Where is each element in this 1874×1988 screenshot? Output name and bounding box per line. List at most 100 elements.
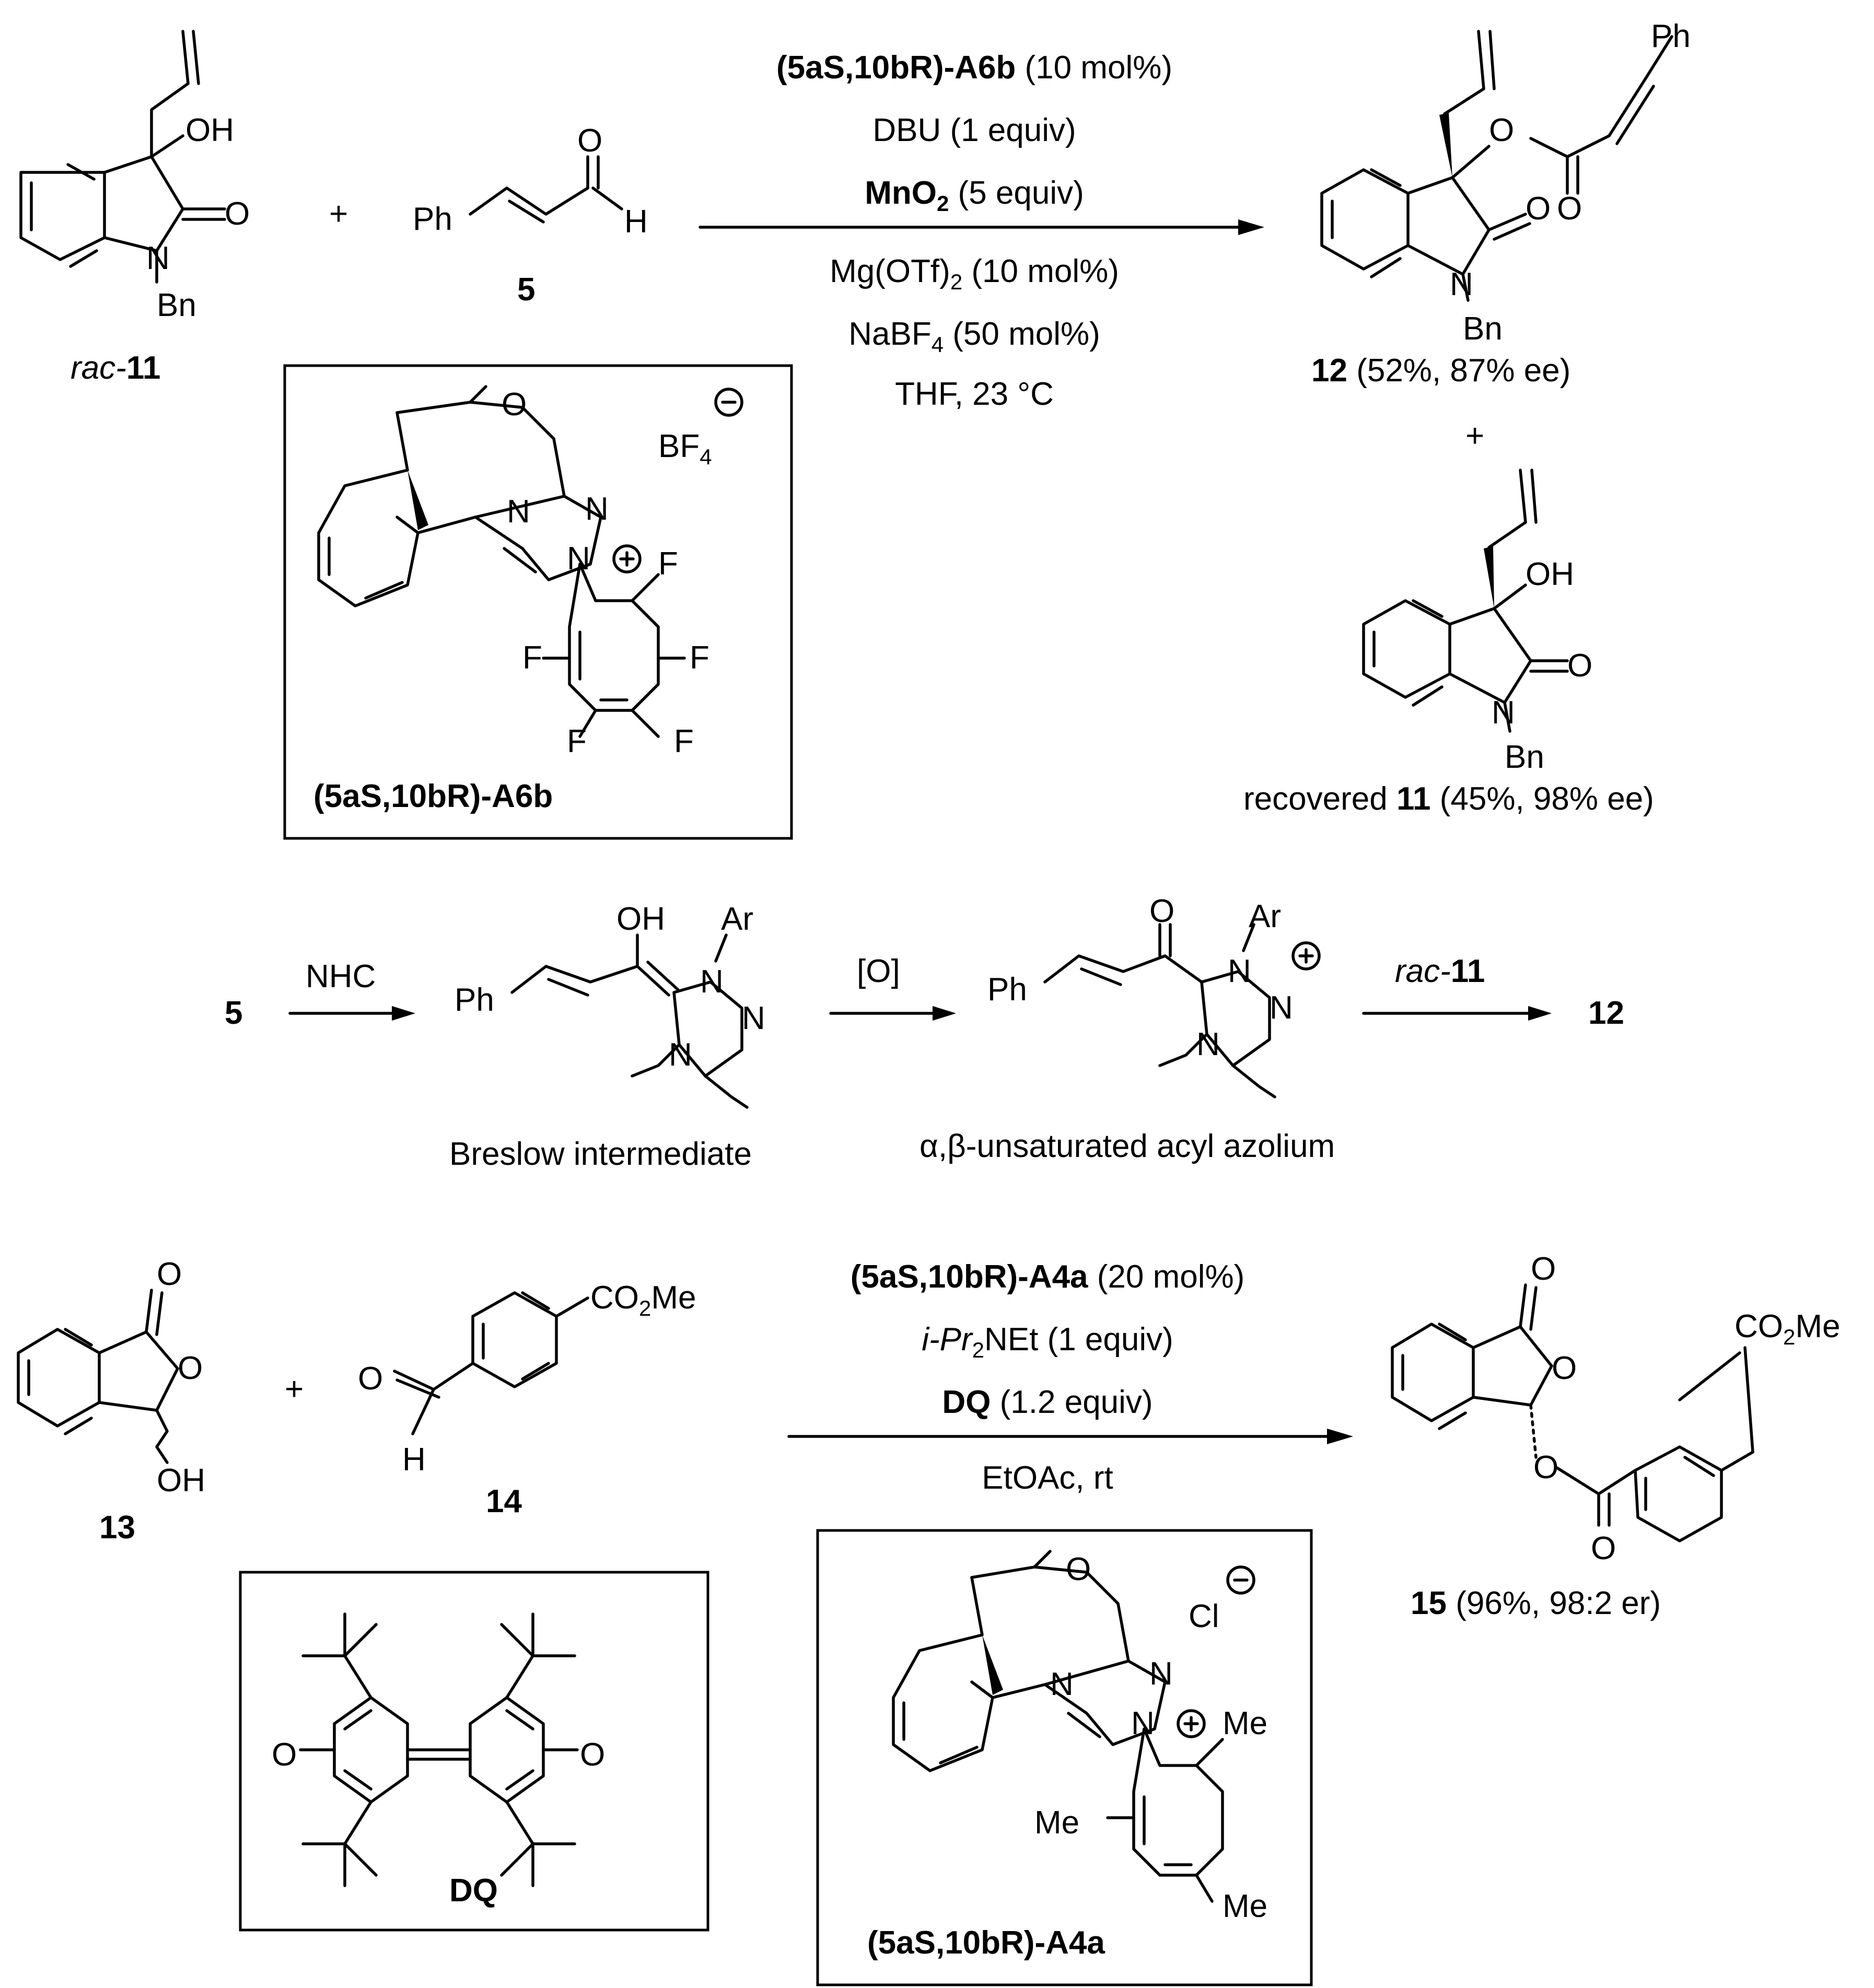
atom-O: O [1552, 1350, 1577, 1386]
positive-charge-icon [1291, 941, 1321, 970]
atom-O: O [1526, 191, 1551, 227]
positive-charge-icon [612, 544, 642, 574]
aldehyde-14-label: 14 [486, 1483, 522, 1519]
atom-N: N [1270, 990, 1293, 1026]
atom-H: H [402, 1442, 426, 1478]
atom-O: O [1567, 648, 1592, 684]
substrate-rac-11: OH O N Bn rac-11 [19, 30, 250, 386]
atom-Ph: Ph [455, 982, 494, 1018]
arrow-head [1238, 219, 1264, 235]
conditions: (5aS,10bR)-A6b (10 mol%) DBU (1 equiv) M… [776, 50, 1172, 412]
intermediate1-label: Breslow intermediate [449, 1136, 752, 1172]
breslow-intermediate: Ph OH Ar N N N Breslow intermediate [449, 901, 765, 1172]
atom-Ar: Ar [1249, 898, 1281, 934]
mechanism-start: 5 [225, 995, 242, 1031]
plus-sign: + [329, 196, 348, 232]
atom-N: N [146, 240, 170, 276]
mechanism-end: 12 [1588, 995, 1624, 1031]
oxidant-line: DQ (1.2 equiv) [942, 1384, 1153, 1420]
step-acylation: rac-11 [1395, 953, 1485, 989]
ester-group: CO2Me [1735, 1308, 1841, 1349]
atom-N: N [700, 964, 724, 1000]
atom-O: O [272, 1737, 297, 1773]
atom-O: O [502, 387, 527, 423]
atom-O: O [225, 196, 250, 232]
plus-glyph [619, 551, 635, 567]
atom-N: N [567, 541, 590, 577]
atom-N: N [1131, 1705, 1155, 1741]
reaction1: OH O N Bn rac-11 + Ph O H 5 (5aS,10bR)-A… [19, 18, 1691, 840]
negative-charge-icon [714, 388, 743, 417]
atom-Ph: Ph [1651, 18, 1691, 54]
atom-N: N [1149, 1656, 1173, 1692]
catalyst-label: (5aS,10bR)-A4a [867, 1925, 1105, 1961]
solvent-line: THF, 23 °C [895, 376, 1054, 412]
aldehyde-5: Ph O H 5 [413, 123, 648, 308]
atom-Me: Me [1223, 1705, 1267, 1741]
atom-Me: Me [1034, 1805, 1079, 1841]
catalyst-box-A4a: O N N N Me Me Me Cl (5aS,10bR)-A4a [816, 1529, 1313, 1986]
atom-OH: OH [157, 1463, 205, 1499]
base-line: i-Pr2NEt (1 equiv) [922, 1322, 1173, 1362]
dq-label: DQ [449, 1873, 498, 1909]
catalyst-label: (5aS,10bR)-A6b [313, 778, 553, 814]
atom-O: O [1489, 112, 1514, 148]
atom-N: N [742, 1000, 765, 1036]
atom-O: O [1591, 1530, 1616, 1566]
atom-Ph: Ph [413, 201, 452, 237]
atom-N: N [1228, 953, 1251, 989]
atom-O: O [1066, 1551, 1091, 1587]
product-15: O O O O CO2Me 15 (96%, 98:2 er) [1391, 1251, 1841, 1621]
atom-N: N [507, 494, 530, 530]
substrate-13: O O OH 13 [17, 1256, 205, 1546]
atom-Bn: Bn [1505, 739, 1544, 775]
atom-O: O [1149, 893, 1174, 929]
base-line: DBU (1 equiv) [872, 112, 1076, 148]
atom-Ph: Ph [987, 972, 1027, 1008]
lewis-acid-line: Mg(OTf)2 (10 mol%) [830, 253, 1119, 294]
atom-Me: Me [1223, 1888, 1267, 1924]
ester-group: CO2Me [590, 1280, 696, 1320]
atom-F: F [690, 640, 709, 676]
intermediate2-label: α,β-unsaturated acyl azolium [919, 1128, 1335, 1164]
aldehyde-label: 5 [517, 272, 535, 308]
atom-N: N [1050, 1666, 1074, 1702]
product-15-label: 15 (96%, 98:2 er) [1411, 1585, 1661, 1621]
atom-O: O [580, 1737, 605, 1773]
recovered-label: recovered 11 (45%, 98% ee) [1243, 781, 1654, 817]
atom-H: H [624, 204, 648, 240]
atom-F: F [567, 723, 587, 759]
positive-charge-icon [1177, 1709, 1206, 1738]
atom-F: F [674, 723, 694, 759]
additive-line: NaBF4 (50 mol%) [848, 316, 1100, 357]
atom-N: N [585, 491, 609, 527]
atom-O: O [358, 1361, 383, 1397]
atom-N: N [669, 1037, 692, 1073]
atom-Ar: Ar [721, 901, 753, 937]
atom-Bn: Bn [157, 287, 196, 323]
product-12: O O O N Bn Ph 12 (52%, 87% ee) [1311, 18, 1691, 389]
catalyst-line: (5aS,10bR)-A6b (10 mol%) [776, 50, 1172, 86]
reaction2: O O OH 13 + O H CO2Me 14 (5aS,10bR)-A4a … [17, 1251, 1841, 1986]
oxidant-line: MnO2 (5 equiv) [865, 175, 1084, 216]
plus-sign: + [285, 1371, 304, 1407]
atom-O: O [178, 1350, 203, 1386]
substrate-13-label: 13 [99, 1510, 135, 1546]
atom-Bn: Bn [1463, 311, 1503, 347]
negative-charge-icon [1226, 1565, 1255, 1595]
atom-O: O [1533, 1449, 1558, 1486]
atom-OH: OH [185, 112, 234, 148]
step-oxidation: [O] [857, 953, 900, 989]
mechanism: 5 NHC Ph OH Ar N N N Breslow intermediat… [225, 893, 1624, 1172]
solvent-line: EtOAc, rt [982, 1460, 1113, 1496]
atom-F: F [658, 546, 678, 582]
conditions-2: (5aS,10bR)-A4a (20 mol%) i-Pr2NEt (1 equ… [851, 1259, 1245, 1496]
dq-box: O O DQ [239, 1571, 709, 1932]
plus-glyph [1298, 948, 1314, 964]
atom-OH: OH [1526, 556, 1574, 592]
atom-N: N [1196, 1026, 1220, 1062]
atom-N: N [1492, 695, 1515, 731]
acyl-azolium: Ph O Ar N N N α,β-unsaturated acyl azoli… [919, 893, 1335, 1164]
counterion: Cl [1189, 1598, 1219, 1634]
